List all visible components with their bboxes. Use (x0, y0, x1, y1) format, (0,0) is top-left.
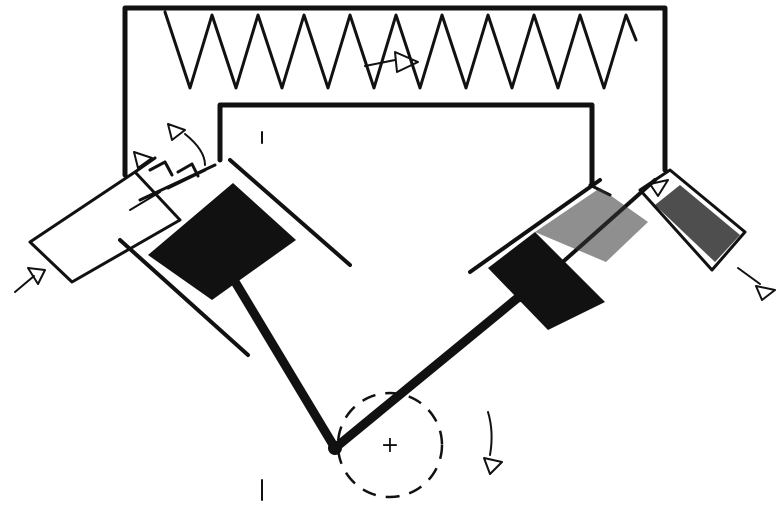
left-valve (150, 162, 205, 188)
connecting-rods (228, 270, 520, 455)
left-inlet-duct (30, 158, 180, 282)
center-mark: + (381, 433, 399, 458)
valve-arrow-icon (134, 124, 205, 168)
inner-frame (220, 105, 592, 185)
crank-center-mark: + (381, 433, 399, 458)
right-outlet-duct (640, 170, 745, 270)
inlet-arrow-icon (15, 268, 45, 292)
rotation-arrow-icon (484, 412, 502, 474)
outlet-arrow-icon (738, 268, 775, 300)
heater-coil (165, 12, 636, 88)
